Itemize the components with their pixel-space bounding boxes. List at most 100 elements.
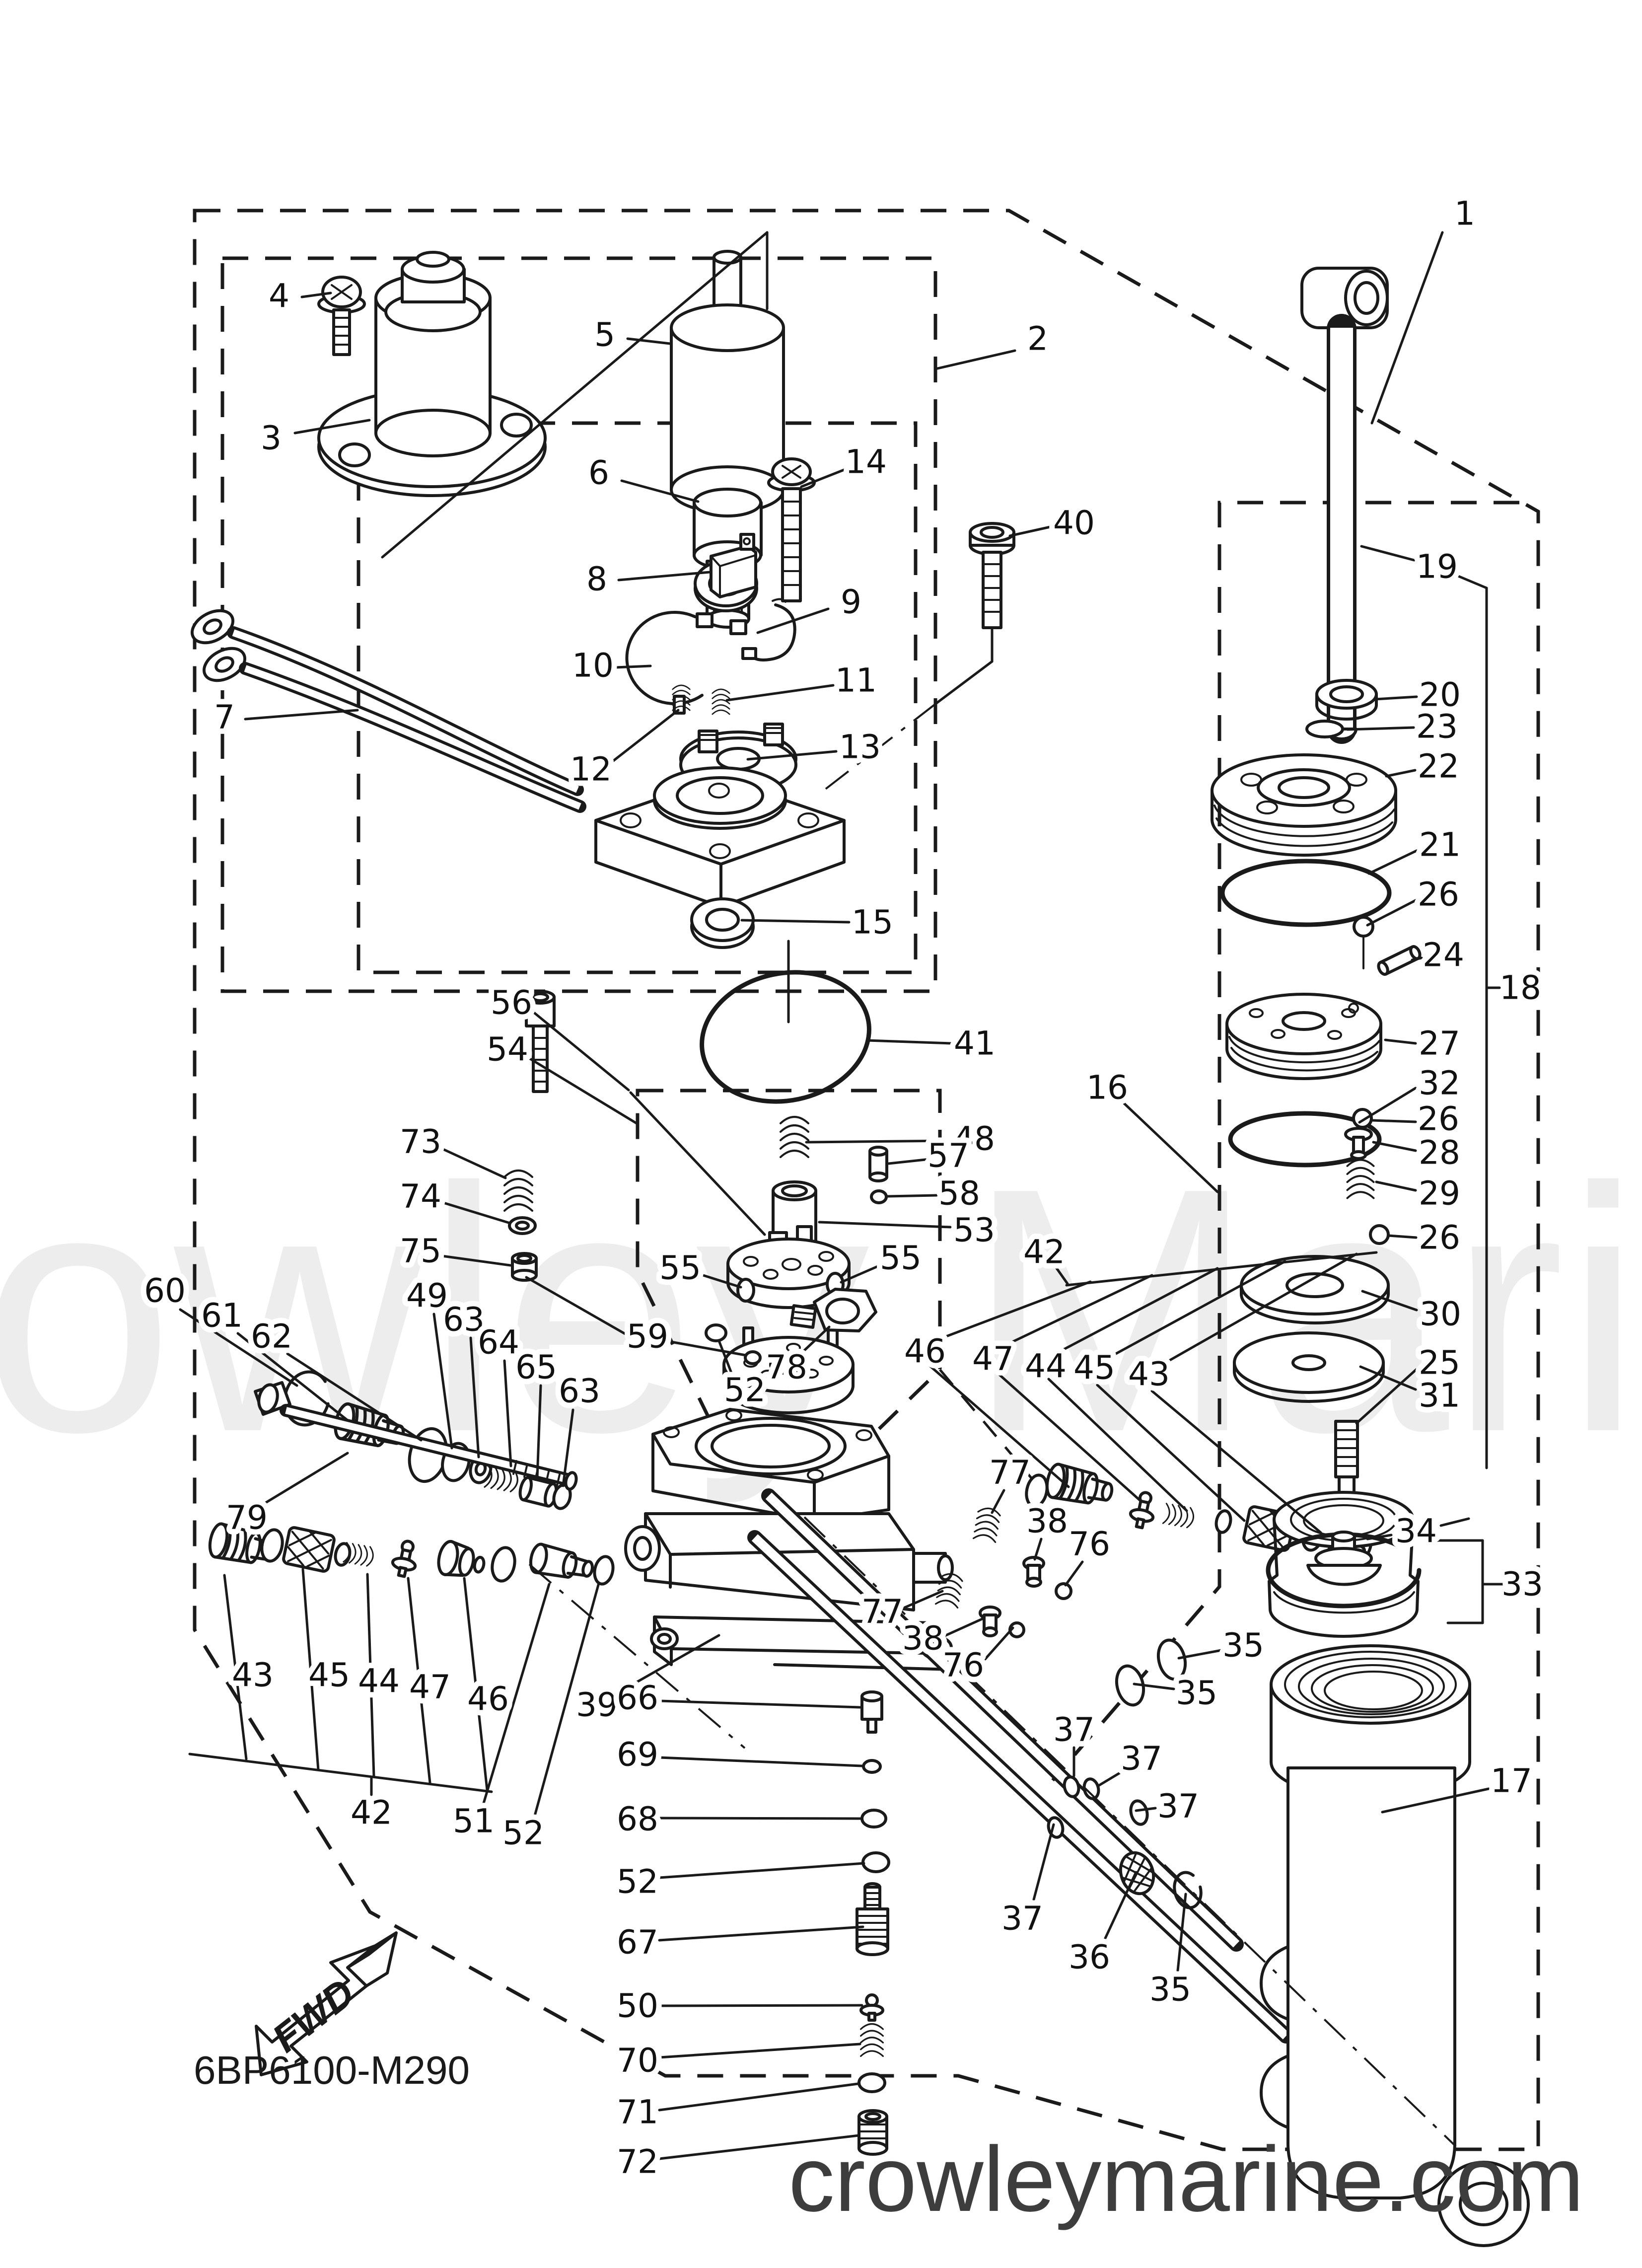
bracket-line xyxy=(381,231,769,559)
callout-number: 37 xyxy=(1053,1711,1095,1749)
leader-line-41 xyxy=(865,1039,952,1045)
leader-line-47 xyxy=(995,1371,1143,1503)
leader-line-77 xyxy=(903,1590,944,1609)
washer-15-drawing xyxy=(690,897,755,949)
washer-74-drawing xyxy=(508,1216,537,1235)
leader-line-25 xyxy=(1355,1368,1418,1425)
callout-number: 39 xyxy=(576,1686,618,1724)
leader-line-14 xyxy=(800,468,846,488)
leader-line-61 xyxy=(236,1332,349,1422)
bolt-14-drawing xyxy=(767,457,816,602)
callout-number: 55 xyxy=(659,1249,701,1287)
bracket-line xyxy=(366,1573,375,1778)
callout-78: 78 xyxy=(760,1343,813,1392)
oring-21-drawing xyxy=(1220,859,1392,927)
leader-line-11 xyxy=(725,684,835,702)
callout-number: 43 xyxy=(232,1656,274,1694)
leader-line-76 xyxy=(1064,1560,1084,1587)
pin-57-drawing xyxy=(868,1146,888,1182)
callout-17: 17 xyxy=(1485,1756,1538,1806)
leader-line-60 xyxy=(179,1308,298,1387)
callout-number: 76 xyxy=(1069,1525,1110,1563)
callout-number: 11 xyxy=(835,661,877,700)
leader-line-20 xyxy=(1374,695,1418,701)
callout-number: 62 xyxy=(251,1317,292,1356)
callout-72: 72 xyxy=(611,2137,664,2187)
callout-26: 26 xyxy=(1413,1213,1466,1262)
leader-line-21 xyxy=(1367,849,1418,875)
callout-number: 3 xyxy=(261,419,282,457)
center-line xyxy=(821,702,937,793)
leader-line-38 xyxy=(1033,1537,1043,1561)
callout-number: 57 xyxy=(928,1137,969,1175)
callout-28: 28 xyxy=(1413,1128,1466,1177)
callout-number: 43 xyxy=(1128,1355,1170,1393)
callout-30: 30 xyxy=(1414,1290,1467,1339)
callout-number: 19 xyxy=(1416,548,1458,586)
bracket-line xyxy=(301,1568,320,1771)
trim-motor-drawing xyxy=(317,251,547,497)
callout-number: 15 xyxy=(852,903,893,942)
callout-47: 47 xyxy=(404,1663,456,1712)
ball-76a-drawing xyxy=(1055,1582,1072,1600)
leader-line-45 xyxy=(1096,1384,1246,1522)
callout-number: 49 xyxy=(406,1277,448,1315)
callout-number: 58 xyxy=(938,1174,980,1213)
leader-line-43 xyxy=(1150,1390,1322,1534)
bolt-79-drawing xyxy=(254,1381,578,1491)
callout-69: 69 xyxy=(611,1730,664,1779)
piston-rod-19-drawing xyxy=(1300,267,1389,744)
callout-22: 22 xyxy=(1412,742,1465,791)
bracket-line xyxy=(188,1753,493,1793)
callout-79: 79 xyxy=(220,1493,273,1542)
callout-77: 77 xyxy=(984,1448,1036,1497)
callout-number: 10 xyxy=(572,647,614,685)
leader-line-34 xyxy=(1366,1534,1393,1540)
callout-53: 53 xyxy=(948,1206,1000,1255)
callout-38: 38 xyxy=(897,1614,949,1663)
callout-number: 16 xyxy=(1086,1069,1128,1107)
bushing-20-drawing xyxy=(1315,679,1378,721)
leader-line-1 xyxy=(1370,231,1444,425)
callout-29: 29 xyxy=(1413,1169,1466,1218)
armature-drawing xyxy=(670,250,785,629)
leader-line-64 xyxy=(503,1359,512,1467)
leader-line-52 xyxy=(658,1862,865,1879)
callout-number: 56 xyxy=(491,984,532,1022)
callout-number: 52 xyxy=(617,1863,658,1901)
callout-11: 11 xyxy=(830,656,882,705)
callout-24: 24 xyxy=(1417,931,1470,980)
callout-1: 1 xyxy=(1449,189,1481,238)
leader-line-12 xyxy=(611,709,680,763)
callout-5: 5 xyxy=(589,310,621,360)
callout-34: 34 xyxy=(1390,1507,1442,1556)
callout-60: 60 xyxy=(139,1266,191,1316)
stator-assembly-box xyxy=(357,421,918,974)
callout-4: 4 xyxy=(263,272,295,321)
callout-number: 61 xyxy=(201,1297,243,1335)
tilt-cylinder-drawing xyxy=(1260,1644,1530,2247)
callout-25: 25 xyxy=(1413,1338,1466,1388)
leader-line-39 xyxy=(616,1634,720,1694)
leader-line-75 xyxy=(440,1254,512,1267)
lead-wires-drawing xyxy=(190,609,586,813)
callout-number: 5 xyxy=(594,316,615,354)
leader-line-23 xyxy=(1346,726,1415,731)
pin-38b-drawing xyxy=(979,1606,1001,1637)
callout-58: 58 xyxy=(933,1169,986,1218)
callout-31: 31 xyxy=(1413,1371,1466,1420)
oring-32-drawing xyxy=(1228,1111,1382,1168)
callout-6: 6 xyxy=(583,448,615,498)
callout-number: 75 xyxy=(400,1232,441,1270)
leader-line-56 xyxy=(531,1010,630,1092)
leader-line-28 xyxy=(1372,1141,1417,1152)
leader-line-65 xyxy=(536,1384,542,1479)
callout-number: 52 xyxy=(724,1371,766,1409)
motor-base-drawing xyxy=(594,766,846,908)
leader-line-38 xyxy=(944,1617,984,1637)
callout-59: 59 xyxy=(621,1312,674,1361)
callout-20: 20 xyxy=(1414,670,1466,720)
callout-35: 35 xyxy=(1170,1669,1223,1718)
callout-number: 41 xyxy=(954,1024,996,1063)
